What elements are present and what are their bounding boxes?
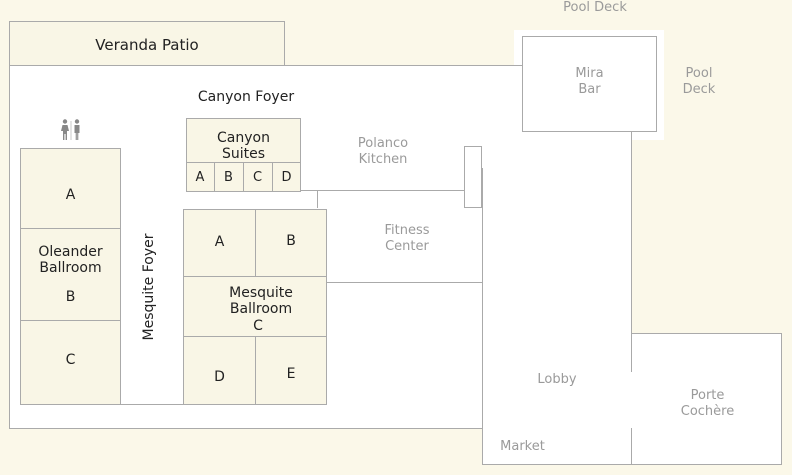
fitness-center-label: Fitness Center	[384, 223, 430, 254]
canyon-suite-a[interactable]: A	[195, 170, 205, 185]
wall-oleander-right-ext	[120, 404, 121, 405]
polanco-kitchen-label: Polanco Kitchen	[357, 136, 409, 167]
canyon-divider-2	[243, 162, 244, 192]
mesquite-ballroom-b[interactable]	[255, 209, 327, 277]
canyon-suite-d[interactable]: D	[281, 170, 292, 185]
mesquite-c-label: C	[253, 318, 263, 334]
pool-deck-top-label: Pool Deck	[563, 0, 627, 15]
canyon-suite-c[interactable]: C	[252, 170, 263, 185]
wall-lobby-divider-upper	[631, 132, 632, 372]
wall-left	[9, 65, 10, 429]
mesquite-ballroom-d[interactable]	[183, 336, 256, 405]
pool-deck-right-label: Pool Deck	[682, 66, 716, 97]
wall-porte-top	[632, 333, 782, 334]
oleander-ballroom-label: Oleander Ballroom	[38, 244, 103, 276]
canyon-divider-1	[214, 162, 215, 192]
veranda-patio[interactable]	[9, 21, 285, 66]
porte-cochere-area	[632, 333, 782, 464]
wall-bottom-main	[9, 428, 483, 429]
mesquite-ballroom-c[interactable]	[183, 276, 327, 337]
wall-east-left	[482, 168, 483, 465]
kitchen-column	[464, 146, 482, 208]
oleander-b-label: B	[65, 289, 76, 305]
mesquite-d-label: D	[214, 369, 225, 385]
wall-fitness-bottom	[326, 282, 482, 283]
oleander-ballroom-b[interactable]	[20, 228, 121, 321]
mesquite-ballroom-label: Mesquite Ballroom	[229, 285, 293, 317]
mesquite-ballroom-a[interactable]	[183, 209, 256, 277]
wall-lobby-divider-lower	[631, 428, 632, 464]
market-label: Market	[500, 439, 545, 454]
porte-cochere-label: Porte Cochère	[680, 388, 735, 419]
mesquite-a-label: A	[214, 234, 225, 250]
wall-mesquite-upper	[317, 190, 318, 208]
oleander-a-label: A	[65, 187, 76, 203]
mira-bar[interactable]	[522, 36, 657, 132]
wall-bar-link	[483, 65, 523, 66]
canyon-divider-3	[272, 162, 273, 192]
wall-polanco-bottom	[300, 190, 464, 191]
oleander-ballroom-a[interactable]	[20, 148, 121, 229]
mira-bar-label: Mira Bar	[575, 66, 604, 97]
wall-porte-right	[781, 333, 782, 465]
oleander-c-label: C	[65, 352, 76, 368]
mesquite-e-label: E	[286, 366, 296, 382]
wall-east-bottom	[482, 464, 782, 465]
canyon-suite-b[interactable]: B	[224, 170, 233, 185]
veranda-patio-label: Veranda Patio	[95, 36, 199, 54]
oleander-ballroom-c[interactable]	[20, 320, 121, 405]
mesquite-b-label: B	[286, 233, 296, 249]
canyon-foyer-label: Canyon Foyer	[197, 89, 295, 105]
restroom-icon	[61, 119, 80, 140]
mesquite-foyer-label: Mesquite Foyer	[141, 233, 157, 341]
canyon-suites-label: Canyon Suites	[217, 130, 270, 162]
mesquite-ballroom-e[interactable]	[255, 336, 327, 405]
lobby-label: Lobby	[537, 372, 577, 387]
